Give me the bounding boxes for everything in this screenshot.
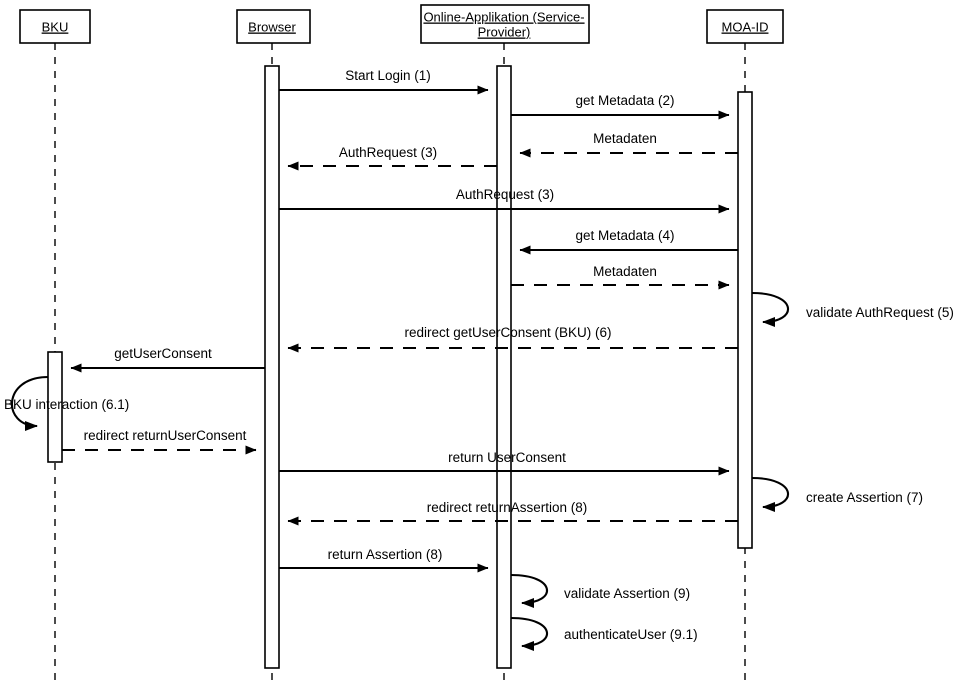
- activation-bar-moaid[interactable]: [737, 91, 753, 549]
- activations-layer: [47, 65, 753, 669]
- self-message-18[interactable]: authenticateUser (9.1): [510, 616, 698, 651]
- message-label: redirect returnAssertion (8): [427, 500, 588, 515]
- message-8[interactable]: redirect getUserConsent (BKU) (6): [287, 325, 738, 353]
- self-message-label: validate AuthRequest (5): [806, 305, 954, 320]
- lifeline-label: BKU: [42, 20, 69, 35]
- lifeline-label: MOA-ID: [722, 20, 769, 35]
- lifeline-bku[interactable]: BKU: [19, 9, 91, 687]
- lifeline-label: Provider): [478, 25, 531, 40]
- self-message-label: validate Assertion (9): [564, 586, 690, 601]
- message-label: return Assertion (8): [328, 547, 443, 562]
- message-label: redirect returnUserConsent: [84, 428, 247, 443]
- activation-rect: [737, 91, 753, 549]
- self-message-17[interactable]: validate Assertion (9): [510, 573, 690, 608]
- message-2[interactable]: get Metadata (2): [511, 93, 730, 120]
- self-message-arc: [510, 573, 549, 608]
- self-message-arc: [11, 375, 49, 431]
- message-3[interactable]: Metadaten: [519, 131, 738, 158]
- self-message-label: authenticateUser (9.1): [564, 627, 698, 642]
- lifeline-header-box: [420, 4, 590, 44]
- message-label: Start Login (1): [345, 68, 431, 83]
- lifeline-header-box: [236, 9, 311, 44]
- activation-rect: [496, 65, 512, 669]
- message-label: get Metadata (4): [575, 228, 674, 243]
- activation-bar-browser[interactable]: [264, 65, 280, 669]
- self-message-14[interactable]: validate AuthRequest (5): [751, 291, 954, 327]
- message-4[interactable]: AuthRequest (3): [287, 145, 497, 171]
- message-label: Metadaten: [593, 131, 657, 146]
- self-messages-layer: validate AuthRequest (5) BKU interaction …: [4, 291, 954, 651]
- activation-bar-oa[interactable]: [496, 65, 512, 669]
- lifeline-label: Online-Applikation (Service-: [423, 10, 584, 25]
- self-message-16[interactable]: create Assertion (7): [751, 476, 923, 512]
- message-label: Metadaten: [593, 264, 657, 279]
- self-message-15[interactable]: BKU interaction (6.1): [4, 375, 129, 431]
- message-label: getUserConsent: [114, 346, 212, 361]
- message-13[interactable]: return Assertion (8): [279, 547, 489, 573]
- message-label: AuthRequest (3): [339, 145, 437, 160]
- message-9[interactable]: getUserConsent: [70, 346, 265, 373]
- self-message-label: BKU interaction (6.1): [4, 397, 129, 412]
- lifeline-header-box: [19, 9, 91, 44]
- message-7[interactable]: Metadaten: [511, 264, 730, 290]
- message-12[interactable]: redirect returnAssertion (8): [287, 500, 738, 526]
- self-message-arc: [751, 291, 790, 327]
- message-label: redirect getUserConsent (BKU) (6): [404, 325, 611, 340]
- activation-rect: [264, 65, 280, 669]
- message-5[interactable]: AuthRequest (3): [279, 187, 730, 214]
- message-6[interactable]: get Metadata (4): [519, 228, 738, 255]
- message-label: AuthRequest (3): [456, 187, 554, 202]
- messages-layer: Start Login (1) get Metadata (2) Metadaten…: [62, 68, 738, 573]
- message-10[interactable]: redirect returnUserConsent: [62, 428, 257, 455]
- self-message-arc: [751, 476, 790, 512]
- activation-bar-bku[interactable]: [47, 351, 63, 463]
- self-message-label: create Assertion (7): [806, 490, 923, 505]
- activation-rect: [47, 351, 63, 463]
- lifeline-moaid[interactable]: MOA-ID: [706, 9, 784, 687]
- message-label: return UserConsent: [448, 450, 566, 465]
- lifeline-header-box: [706, 9, 784, 44]
- lifeline-label: Browser: [248, 20, 296, 35]
- self-message-arc: [510, 616, 549, 651]
- message-1[interactable]: Start Login (1): [279, 68, 489, 95]
- message-label: get Metadata (2): [575, 93, 674, 108]
- message-11[interactable]: return UserConsent: [279, 450, 730, 476]
